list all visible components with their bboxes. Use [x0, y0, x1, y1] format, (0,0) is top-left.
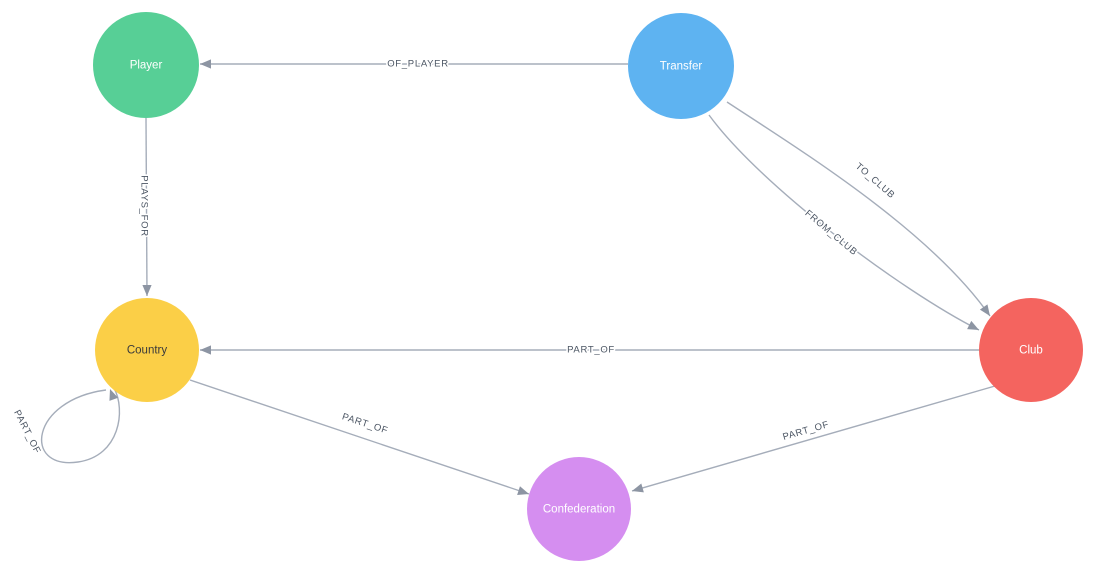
edge-label-club-part-of-country: PART_OF: [567, 345, 615, 356]
node-circle-transfer[interactable]: [628, 13, 734, 119]
edge-country-part-of-confederation[interactable]: [189, 379, 530, 498]
edge-arrowhead-country-part-of-confederation: [517, 486, 529, 495]
edge-plays-for[interactable]: [142, 117, 152, 297]
edge-line-plays-for: [145, 117, 148, 297]
edge-country-self-part-of[interactable]: [41, 387, 121, 464]
edge-label-country-self-part-of: PART_OF: [11, 408, 43, 456]
edge-club-part-of-country[interactable]: [200, 345, 979, 355]
edge-arrowhead-from-club: [967, 320, 979, 330]
edge-line-from-club: [708, 114, 980, 331]
node-player[interactable]: Player: [93, 12, 199, 118]
node-circle-country[interactable]: [95, 298, 199, 402]
edge-arrowhead-country-self-part-of: [109, 389, 119, 401]
edge-label-plays-for: PLAYS_FOR: [138, 175, 149, 237]
node-circle-confederation[interactable]: [527, 457, 631, 561]
edges-layer: [41, 59, 996, 498]
edge-line-country-part-of-confederation: [189, 379, 530, 495]
edge-arrowhead-to-club: [979, 304, 990, 316]
edge-arrowhead-club-part-of-confederation: [632, 483, 644, 493]
edge-arrowhead-club-part-of-country: [200, 345, 211, 355]
node-circle-player[interactable]: [93, 12, 199, 118]
edge-from-club[interactable]: [708, 114, 981, 334]
edge-arrowhead-plays-for: [142, 285, 152, 296]
edge-label-club-part-of-confederation: PART_OF: [781, 419, 830, 443]
edge-to-club[interactable]: [726, 101, 994, 319]
edge-of-player[interactable]: [200, 59, 628, 69]
node-country[interactable]: Country: [95, 298, 199, 402]
edge-label-to-club: TO_CLUB: [853, 161, 897, 201]
edge-arrowhead-of-player: [200, 59, 211, 69]
edge-label-of-player: OF_PLAYER: [387, 59, 449, 70]
edge-line-club-part-of-confederation: [631, 385, 996, 492]
node-circle-club[interactable]: [979, 298, 1083, 402]
node-transfer[interactable]: Transfer: [628, 13, 734, 119]
edge-label-from-club: FROM_CLUB: [803, 208, 860, 258]
node-club[interactable]: Club: [979, 298, 1083, 402]
edge-line-to-club: [726, 101, 991, 317]
edge-club-part-of-confederation[interactable]: [631, 385, 996, 495]
edge-line-country-self-part-of: [41, 387, 121, 464]
node-confederation[interactable]: Confederation: [527, 457, 631, 561]
